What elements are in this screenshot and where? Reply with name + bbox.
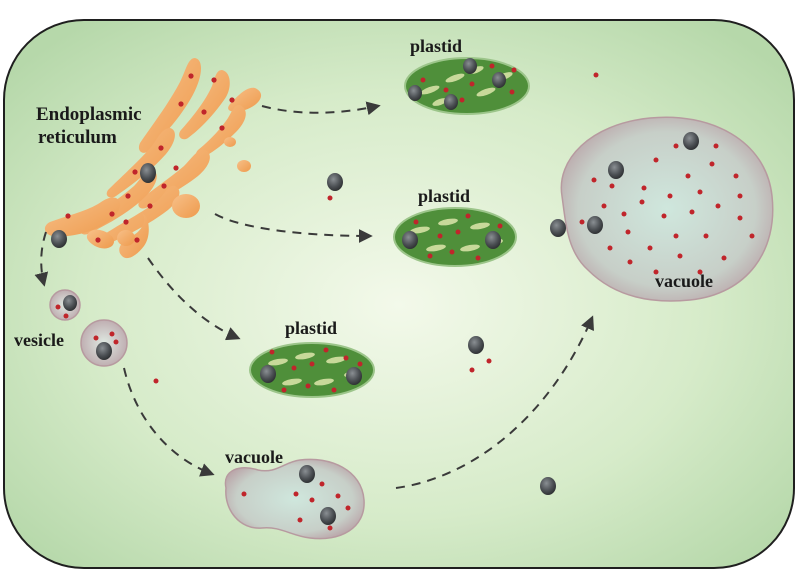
dark-particle-icon: [327, 173, 343, 191]
vesicle-upper: [49, 289, 81, 321]
plastid-low-label: plastid: [285, 318, 337, 338]
vacuole-large-label: vacuole: [655, 271, 713, 291]
er-red-dots: [65, 73, 235, 243]
plastid-top-label: plastid: [410, 36, 462, 56]
arrow-er-to-plastid-top: [261, 101, 381, 116]
dark-particle-icon: [587, 216, 603, 234]
dark-particle-icon: [683, 132, 699, 150]
arrow-vesicle-to-vacuole: [123, 367, 215, 477]
red-dot-icon: [469, 367, 475, 373]
red-dot-icon: [327, 195, 333, 201]
cytoplasm-particles: [153, 72, 599, 495]
dark-particle-icon: [468, 336, 484, 354]
dark-particle-icon: [51, 230, 67, 248]
red-dot-icon: [153, 378, 159, 384]
plastid-top: [404, 57, 530, 115]
vesicle-label: vesicle: [14, 330, 64, 350]
dark-particle-icon: [140, 163, 156, 183]
dark-particle-icon: [346, 367, 362, 385]
dark-particle-icon: [96, 342, 112, 360]
dark-particle-icon: [540, 477, 556, 495]
red-dot-icon: [486, 358, 492, 364]
dark-particle-icon: [260, 365, 276, 383]
vacuole-small-label: vacuole: [225, 447, 283, 467]
dark-particle-icon: [463, 58, 477, 74]
dark-particle-icon: [408, 85, 422, 101]
er-label-line2: reticulum: [38, 127, 117, 148]
dark-particle-icon: [320, 507, 336, 525]
dark-particle-icon: [608, 161, 624, 179]
transport-arrows: [34, 101, 594, 489]
vacuole-large: [560, 116, 774, 302]
dark-particle-icon: [492, 72, 506, 88]
plastid-mid: [393, 207, 517, 267]
dark-particle-icon: [63, 295, 77, 311]
dark-particle-icon: [402, 231, 418, 249]
er-label-line1: Endoplasmic: [36, 104, 142, 125]
arrow-er-to-plastid-mid: [214, 213, 373, 243]
arrow-er-to-vesicle: [34, 231, 49, 287]
dark-particle-icon: [485, 231, 501, 249]
dark-particle-icon: [444, 94, 458, 110]
endoplasmic-reticulum: [44, 58, 262, 259]
vesicle-lower: [80, 319, 128, 367]
dark-particle-icon: [299, 465, 315, 483]
arrow-vacuole-to-large-vacuole: [395, 315, 594, 489]
dark-particle-icon: [550, 219, 566, 237]
vacuole-small: [224, 458, 365, 540]
plastid-mid-label: plastid: [418, 186, 470, 206]
red-dot-icon: [593, 72, 599, 78]
plastid-low: [249, 342, 375, 398]
